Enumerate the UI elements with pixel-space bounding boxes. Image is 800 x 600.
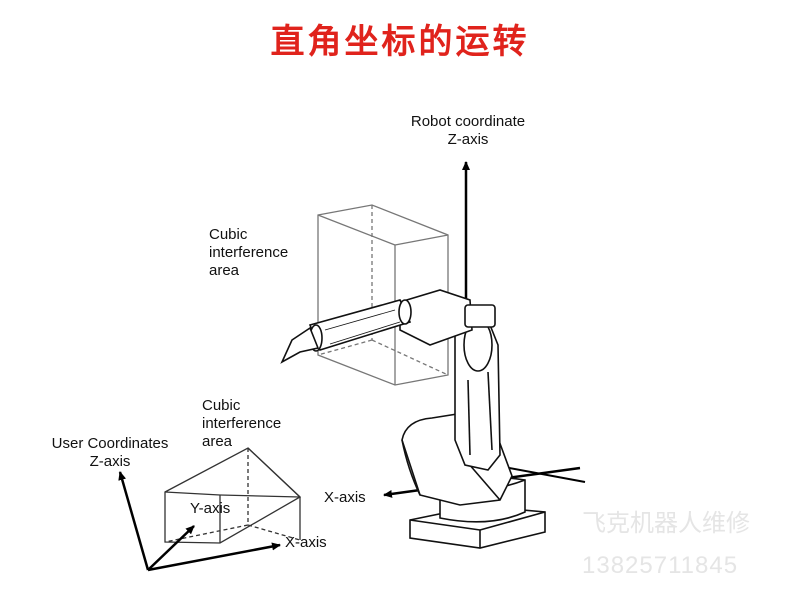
robot-z-label-line2: Z-axis bbox=[447, 131, 489, 148]
upper-cubic-label-line3: area bbox=[209, 262, 240, 279]
lower-cubic-label-line3: area bbox=[202, 433, 233, 450]
user-z-label-line2: Z-axis bbox=[89, 453, 131, 470]
robot-arm-illustration bbox=[280, 289, 546, 549]
user-y-axis-label: Y-axis bbox=[190, 500, 231, 517]
watermark-phone: 13825711845 bbox=[582, 552, 739, 579]
lower-cubic-interference-label: Cubic interference area bbox=[202, 397, 281, 451]
robot-x-axis-label: X-axis bbox=[324, 489, 366, 506]
user-x-axis-label: X-axis bbox=[285, 534, 327, 551]
upper-cubic-label-line1: Cubic bbox=[209, 226, 248, 243]
user-x-axis-arrow bbox=[147, 542, 281, 572]
lower-cubic-label-line2: interference bbox=[202, 415, 282, 432]
robot-z-axis-label: Robot coordinate Z-axis bbox=[396, 113, 540, 149]
upper-cubic-interference-label: Cubic interference area bbox=[209, 226, 288, 280]
robot-z-label-line1: Robot coordinate bbox=[410, 113, 526, 130]
upper-cubic-interference-box bbox=[317, 204, 449, 386]
page-title: 直角坐标的运转 bbox=[270, 22, 530, 62]
user-z-axis-label: User Coordinates Z-axis bbox=[34, 435, 186, 471]
lower-cubic-label-line1: Cubic bbox=[202, 397, 241, 414]
user-z-axis-arrow bbox=[118, 471, 150, 571]
user-z-label-line1: User Coordinates bbox=[51, 435, 169, 452]
user-y-axis-arrow bbox=[147, 525, 195, 571]
upper-cubic-label-line2: interference bbox=[209, 244, 289, 261]
watermark-name: 飞克机器人维修 bbox=[582, 510, 750, 537]
lower-cubic-interference-box bbox=[164, 447, 302, 544]
